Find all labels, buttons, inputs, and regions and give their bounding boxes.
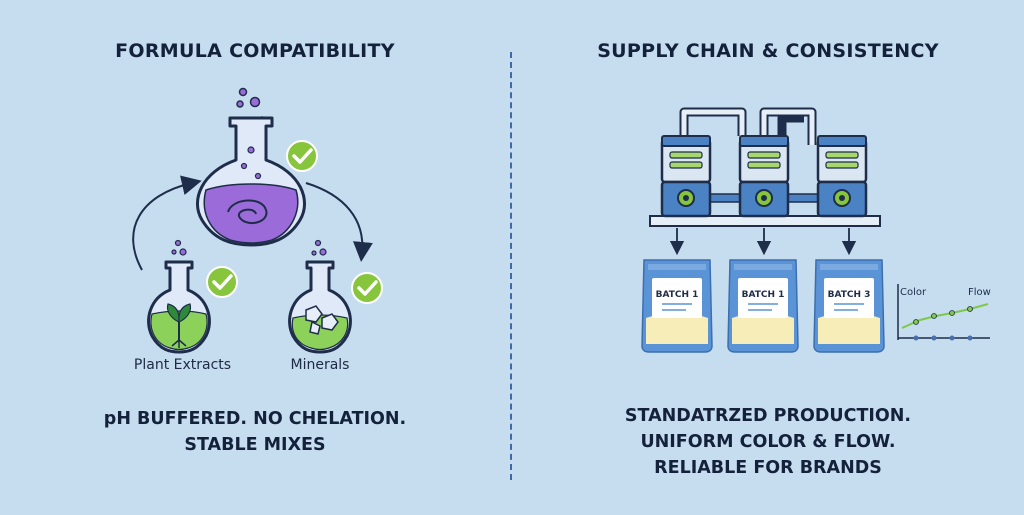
machine-icon [738,135,790,218]
trend-chart-icon [897,284,990,341]
minerals-flask-icon [288,239,352,354]
supply-chain-caption: STANDATRZED PRODUCTION. UNIFORM COLOR & … [512,403,1024,481]
caption-line: pH BUFFERED. NO CHELATION. [103,409,407,429]
machine-icon [816,135,868,218]
compatibility-caption: pH BUFFERED. NO CHELATION. STABLE MIXES [0,406,510,458]
arrow-icon [132,175,202,271]
bag-icon [813,259,885,353]
batch-label: BATCH 3 [827,290,871,300]
production-illustration [641,107,990,353]
panel-title: FORMULA COMPATIBILITY [115,40,395,62]
plant-flask-icon [147,239,211,354]
machine-icon [660,135,712,218]
bag-icon [727,259,799,353]
check-icon [351,272,383,304]
pipes-icon [681,109,815,145]
check-icon [206,266,238,298]
caption-line: STABLE MIXES [184,435,326,455]
chart-label-color: Color [900,287,927,298]
compatibility-illustration [132,87,383,354]
caption-line: UNIFORM COLOR & FLOW. [640,432,896,452]
platform-icon [649,215,881,227]
minerals-label: Minerals [290,357,350,373]
plant-extracts-label: Plant Extracts [133,357,232,373]
chart-label-flow: Flow [968,287,991,298]
supply-chain-panel: SUPPLY CHAIN & CONSISTENCY [512,0,1024,515]
batch-label: BATCH 1 [655,290,699,300]
caption-line: RELIABLE FOR BRANDS [654,458,882,478]
caption-line: STANDATRZED PRODUCTION. [624,406,912,426]
panel-divider [510,52,512,480]
formula-compatibility-panel: FORMULA COMPATIBILITY [0,0,510,515]
batch-label: BATCH 1 [741,290,785,300]
panel-title: SUPPLY CHAIN & CONSISTENCY [597,40,939,62]
main-flask-icon [196,116,306,247]
arrow-icon [305,182,373,262]
check-icon [286,140,318,172]
bag-icon [641,259,713,353]
